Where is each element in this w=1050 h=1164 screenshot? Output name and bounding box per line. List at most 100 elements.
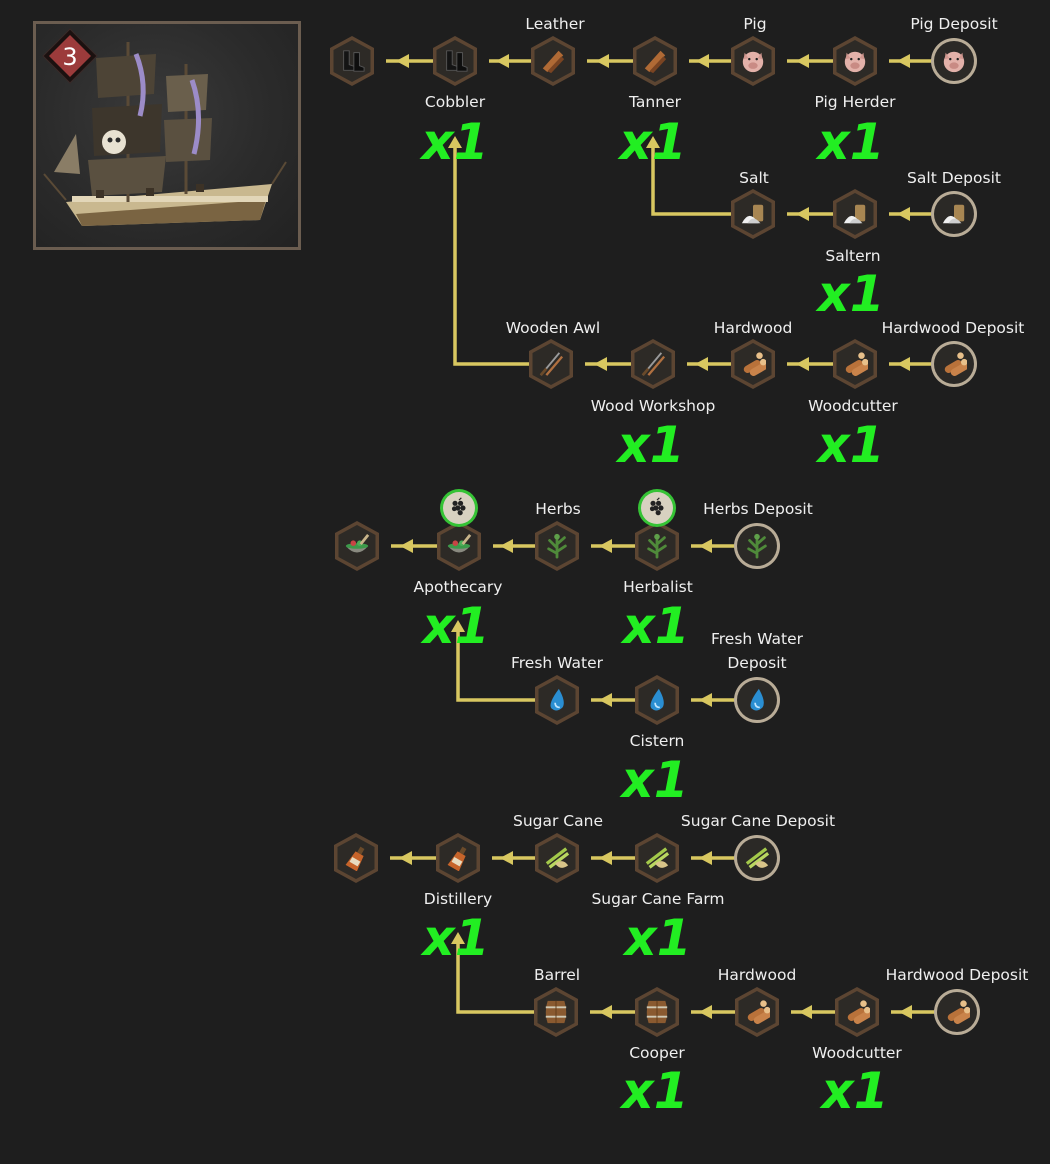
salt-node[interactable] (731, 189, 775, 239)
hardwood-label: Hardwood (714, 319, 793, 337)
flow-arrowhead (500, 851, 513, 865)
cooper-multiplier: x1 (618, 1062, 688, 1120)
level-number: 3 (62, 43, 77, 71)
pig-node[interactable] (731, 36, 775, 86)
fresh-water-deposit-label-line1: Fresh Water (711, 630, 804, 648)
medicine-chain: Apothecary x1 Herbs Herbalist x1 Herbs D… (335, 489, 813, 809)
rum-hardwood-deposit-node[interactable] (934, 989, 980, 1035)
fresh-water-deposit-label-line2: Deposit (727, 654, 786, 672)
sugar-cane-farm-multiplier: x1 (621, 909, 691, 967)
pig-herder-label: Pig Herder (814, 93, 896, 111)
hardwood-deposit-node[interactable] (931, 341, 977, 387)
flow-arrowhead (696, 54, 709, 68)
salt-label: Salt (739, 169, 769, 187)
sugar-cane-node[interactable] (535, 833, 579, 883)
barrel-node[interactable] (534, 987, 578, 1037)
saltern-multiplier: x1 (814, 265, 884, 323)
hardwood-deposit-label: Hardwood Deposit (882, 319, 1025, 337)
flow-arrowhead (796, 207, 809, 221)
ship-card: 3 (33, 21, 301, 250)
flow-elbow-link (456, 942, 535, 1014)
herbalist-bonus-badge[interactable] (638, 489, 676, 527)
woodcutter-node[interactable] (833, 339, 877, 389)
distillery-label: Distillery (424, 890, 492, 908)
wood-workshop-node[interactable] (631, 339, 675, 389)
apothecary-label: Apothecary (414, 578, 503, 596)
sugar-cane-deposit-label: Sugar Cane Deposit (681, 812, 835, 830)
leather-node[interactable] (531, 36, 575, 86)
medicine-product-node[interactable] (335, 521, 379, 571)
cooper-label: Cooper (629, 1044, 685, 1062)
herbs-deposit-node[interactable] (734, 523, 780, 569)
boots-chain: Cobbler x1 Leather Tanner x1 Pig Pig Her… (330, 15, 1024, 474)
wooden-awl-node[interactable] (529, 339, 573, 389)
herbs-node[interactable] (535, 521, 579, 571)
flow-arrowhead (799, 1005, 812, 1019)
distillery-multiplier: x1 (419, 909, 489, 967)
woodcutter-label: Woodcutter (808, 397, 898, 415)
rum-hardwood-node[interactable] (735, 987, 779, 1037)
flow-arrowhead (796, 54, 809, 68)
pig-label: Pig (743, 15, 766, 33)
flow-arrowhead (699, 539, 712, 553)
apothecary-multiplier: x1 (419, 597, 489, 655)
rum-woodcutter-multiplier: x1 (818, 1062, 888, 1120)
cobbler-multiplier: x1 (418, 113, 488, 171)
sugar-cane-label: Sugar Cane (513, 812, 603, 830)
barrel-label: Barrel (534, 966, 580, 984)
cooper-node[interactable] (635, 987, 679, 1037)
pig-icon (844, 51, 866, 73)
rum-hardwood-label: Hardwood (718, 966, 797, 984)
flow-arrowhead (596, 54, 609, 68)
rum-product-node[interactable] (334, 833, 378, 883)
pig-deposit-node[interactable] (931, 38, 977, 84)
flow-elbow-link (456, 630, 535, 702)
tanner-node[interactable] (633, 36, 677, 86)
herbs-deposit-label: Herbs Deposit (703, 500, 813, 518)
flow-elbow-link (651, 146, 734, 216)
cistern-node[interactable] (635, 675, 679, 725)
herbalist-multiplier: x1 (619, 597, 689, 655)
sugar-cane-farm-node[interactable] (635, 833, 679, 883)
pig-herder-node[interactable] (833, 36, 877, 86)
cobbler-node[interactable] (433, 36, 477, 86)
pig-icon (943, 51, 965, 73)
flow-arrowhead (451, 932, 465, 944)
flow-arrowhead (396, 54, 409, 68)
herbalist-node[interactable] (635, 521, 679, 571)
flow-arrowhead (897, 357, 910, 371)
flow-arrowhead (695, 357, 708, 371)
fresh-water-label: Fresh Water (511, 654, 604, 672)
wood-workshop-label: Wood Workshop (591, 397, 716, 415)
fresh-water-deposit-node[interactable] (734, 677, 780, 723)
sugar-cane-deposit-node[interactable] (734, 835, 780, 881)
apothecary-bonus-badge[interactable] (440, 489, 478, 527)
flow-arrowhead (796, 357, 809, 371)
boots-product-node[interactable] (330, 36, 374, 86)
flow-arrowhead (897, 207, 910, 221)
tanner-label: Tanner (628, 93, 682, 111)
salt-deposit-node[interactable] (931, 191, 977, 237)
fresh-water-node[interactable] (535, 675, 579, 725)
hardwood-node[interactable] (731, 339, 775, 389)
flow-arrowhead (699, 693, 712, 707)
distillery-node[interactable] (436, 833, 480, 883)
rum-woodcutter-node[interactable] (835, 987, 879, 1037)
saltern-label: Saltern (825, 247, 880, 265)
rum-chain: Distillery x1 Sugar Cane Sugar Cane Farm… (334, 812, 1028, 1120)
flow-arrowhead (400, 539, 413, 553)
saltern-node[interactable] (833, 189, 877, 239)
pig-icon (742, 51, 764, 73)
flow-arrowhead (448, 136, 462, 148)
apothecary-node[interactable] (437, 521, 481, 571)
rum-hardwood-deposit-label: Hardwood Deposit (886, 966, 1029, 984)
flow-arrowhead (699, 1005, 712, 1019)
wood-workshop-multiplier: x1 (614, 416, 684, 474)
cobbler-label: Cobbler (425, 93, 486, 111)
rum-woodcutter-label: Woodcutter (812, 1044, 902, 1062)
herbalist-label: Herbalist (623, 578, 693, 596)
barrel-icon (645, 999, 669, 1025)
flow-arrowhead (599, 851, 612, 865)
flow-arrowhead (599, 693, 612, 707)
